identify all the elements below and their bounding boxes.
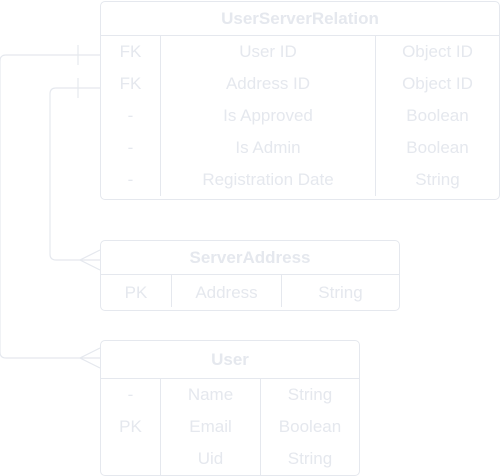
table-row: Uid String: [101, 443, 359, 475]
key-cell: -: [127, 106, 134, 125]
field-cell: Is Admin: [160, 132, 375, 164]
key-cell: -: [127, 170, 134, 189]
field-cell: Email: [160, 411, 260, 443]
field-cell: Uid: [160, 443, 260, 475]
field-cell: Address: [171, 275, 281, 307]
table-row: PK Address String: [101, 275, 399, 310]
table-row: FK User ID Object ID: [101, 36, 499, 68]
entity-title: User: [101, 341, 359, 379]
key-cell: PK: [119, 417, 142, 436]
type-cell: Object ID: [375, 36, 499, 68]
entity-user[interactable]: User - Name String PK Email Boolean Uid …: [100, 340, 360, 476]
type-cell: Boolean: [260, 411, 359, 443]
type-cell: Object ID: [375, 68, 499, 100]
table-row: - Name String: [101, 379, 359, 411]
entity-title: ServerAddress: [101, 241, 399, 275]
table-row: - Is Admin Boolean: [101, 132, 499, 164]
table-row: - Registration Date String: [101, 164, 499, 196]
field-cell: User ID: [160, 36, 375, 68]
type-cell: String: [281, 275, 399, 307]
type-cell: String: [260, 379, 359, 411]
field-cell: Is Approved: [160, 100, 375, 132]
table-row: FK Address ID Object ID: [101, 68, 499, 100]
type-cell: String: [375, 164, 499, 196]
key-cell: FK: [119, 42, 142, 61]
crowfoot-serveraddress: [78, 249, 101, 271]
key-cell: -: [127, 385, 134, 404]
field-cell: Address ID: [160, 68, 375, 100]
relation-addressid-to-serveraddress: [49, 87, 100, 261]
relation-userid-to-user: [0, 54, 100, 359]
type-cell: Boolean: [375, 100, 499, 132]
entity-title: UserServerRelation: [101, 2, 499, 36]
entity-user-server-relation[interactable]: UserServerRelation FK User ID Object ID …: [100, 1, 500, 200]
table-row: PK Email Boolean: [101, 411, 359, 443]
type-cell: String: [260, 443, 359, 475]
field-cell: Name: [160, 379, 260, 411]
type-cell: Boolean: [375, 132, 499, 164]
crowfoot-user: [78, 347, 101, 369]
table-row: - Is Approved Boolean: [101, 100, 499, 132]
key-cell: [101, 443, 160, 475]
key-cell: PK: [124, 283, 148, 302]
field-cell: Registration Date: [160, 164, 375, 196]
entity-server-address[interactable]: ServerAddress PK Address String: [100, 240, 400, 311]
key-cell: FK: [119, 74, 142, 93]
key-cell: -: [127, 138, 134, 157]
